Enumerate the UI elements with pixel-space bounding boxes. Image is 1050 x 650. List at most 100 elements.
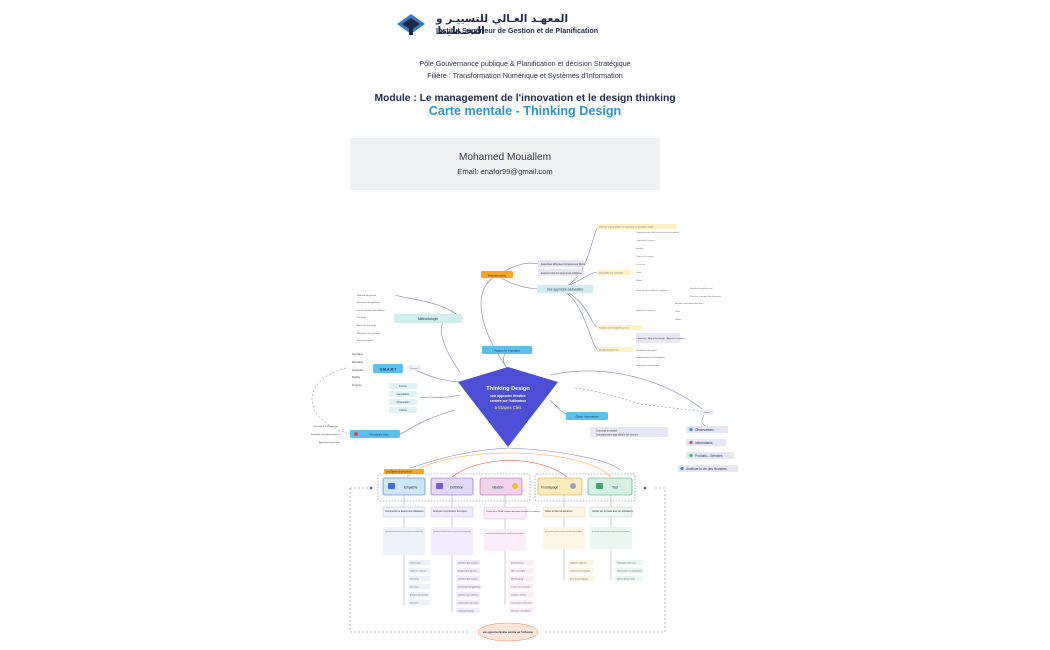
svg-text:Transformation et Émergence: Transformation et Émergence <box>636 356 666 359</box>
author-name: Mohamed Mouallem <box>458 152 552 163</box>
svg-text:Identifier l'intervention des: Identifier l'intervention des idées <box>675 302 704 305</box>
svg-text:Préparation des tests: Préparation des tests <box>617 561 636 564</box>
svg-text:Temporel: Temporel <box>352 384 362 387</box>
stage-bodies: Comprendre en profondeur les besoins et … <box>383 527 632 555</box>
svg-text:Innover: Innover <box>399 385 407 388</box>
svg-text:Observations: Observations <box>695 428 714 432</box>
svg-text:Design d'expérience: Design d'expérience <box>599 349 620 352</box>
svg-text:Chercher à marquer les utilisa: Chercher à marquer les utilisateurs <box>690 295 721 298</box>
svg-text:Disponible à la créativité: Disponible à la créativité <box>599 272 623 275</box>
svg-text:Analyse Souhaitable: Analyse Souhaitable <box>410 593 429 596</box>
svg-text:Définition: Définition <box>450 486 464 490</box>
institute-logo-icon <box>397 14 425 35</box>
brainstorming-label: Brainstorming <box>488 273 507 277</box>
stages-tag <box>384 469 424 474</box>
svg-text:Concevoir un produit: Concevoir un produit <box>596 430 618 433</box>
svg-text:Itérer la prototypage: Itérer la prototypage <box>570 577 589 580</box>
brain-item-1-label: Expertises diffrentes Compétences Divers <box>541 263 586 266</box>
methodologie-items: Méthode de pensée Résolution du problème… <box>355 294 386 342</box>
brain-item-2 <box>538 269 584 276</box>
svg-text:Une fois les informations recu: Une fois les informations recueillies, l… <box>433 530 471 533</box>
svg-text:Idéation: Idéation <box>492 486 504 490</box>
svg-text:Compréhension approfondie des: Compréhension approfondie des besoins <box>596 434 639 437</box>
svg-text:Informations: Informations <box>695 441 713 445</box>
impact-items: Observations Informations Produits – Ser… <box>678 426 738 472</box>
svg-text:Culture: Culture <box>399 409 407 412</box>
approche-particuliere-node <box>537 285 593 293</box>
svg-text:Comprendre en profondeur les b: Comprendre en profondeur les besoins et … <box>385 530 423 533</box>
right-branches: Débattre autour d'idées et concevoir un … <box>597 224 686 367</box>
ideation-items: Brainstorming Idées nouvelles Mindmappin… <box>509 560 533 613</box>
definition-items: Synthèse des données Analyse des données… <box>456 560 481 613</box>
stage-prototypage: Prototypage <box>537 477 583 496</box>
impact-node <box>700 409 714 415</box>
svg-text:Empathie et Expérimentation: Empathie et Expérimentation <box>311 433 340 436</box>
svg-text:Idées nouvelles: Idées nouvelles <box>511 570 525 572</box>
svg-text:Décalage: Décalage <box>357 317 367 319</box>
smart-node <box>373 364 403 373</box>
principes-node <box>350 430 400 438</box>
institute-arabic-title: المعهـد العـالي للتسييـر و التخـطيط <box>436 13 569 37</box>
svg-text:Cadrage du projet: Cadrage du projet <box>458 609 474 612</box>
stage-test: Test <box>587 477 633 496</box>
principes-items: Créativité & Collaboration Empathie et E… <box>311 425 340 444</box>
svg-text:Observations de participants: Observations de participants <box>617 569 642 572</box>
svg-text:Identifier le problème réel: Identifier le problème réel <box>690 287 713 290</box>
open-items <box>590 427 668 437</box>
svg-text:Construction de l'esprit: Construction de l'esprit <box>458 601 479 604</box>
test-items: Préparation des tests Observations de pa… <box>615 560 643 581</box>
svg-text:Analyser et synthétiser les en: Analyser et synthétiser les enjeux <box>433 510 468 513</box>
svg-text:Compréhension réelle et récurr: Compréhension réelle et récurrente du pr… <box>636 231 680 234</box>
svg-text:Prototypage: Prototypage <box>541 486 558 490</box>
empathie-items: Observation Définir le contexte S'inform… <box>408 560 430 605</box>
svg-text:Mesurable: Mesurable <box>352 361 363 364</box>
svg-text:Définir le contexte: Définir le contexte <box>410 569 427 572</box>
filiere-text: Filière : Transformation Numérique et Sy… <box>427 71 623 80</box>
svg-text:Tester: Tester <box>636 271 642 274</box>
svg-text:Ressentir: Ressentir <box>410 601 419 604</box>
svg-text:Observation: Observation <box>410 561 421 564</box>
central-line2: centrée sur l'utilisateur <box>490 399 527 403</box>
svg-text:Solutions d'idées: Solutions d'idées <box>511 593 526 596</box>
svg-text:Définir les objectifs: Définir les objectifs <box>570 561 587 564</box>
svg-text:Exercice · Approche design · A: Exercice · Approche design · Approche hu… <box>638 337 686 340</box>
brain-item-2-label: Explorer tous les aspects du problème <box>541 272 582 275</box>
stage-ideation: Idéation <box>479 477 523 496</box>
svg-text:Prioriser les risques: Prioriser les risques <box>636 256 654 258</box>
approche-humaine-node <box>482 346 532 354</box>
svg-text:Vérifier sur les tests avec le: Vérifier sur les tests avec les utilisat… <box>592 510 634 513</box>
principes-label: Principes clés <box>369 433 389 437</box>
svg-text:Après avoir défini le problème: Après avoir défini le problème, l'équipe… <box>545 530 583 533</box>
svg-text:Spécifier les solutions: Spécifier les solutions <box>636 309 655 312</box>
impact-label: Impact <box>704 411 711 414</box>
module-title: Module : Le management de l'innovation e… <box>374 93 676 104</box>
svg-text:Résoudre des problèmes complex: Résoudre des problèmes complexes <box>636 290 668 292</box>
smart-concept-label: Concept <box>410 367 418 370</box>
svg-text:Brainstorming: Brainstorming <box>511 561 523 564</box>
brainstorming-node <box>481 271 513 278</box>
bottom-node <box>477 622 539 642</box>
stage-descriptions: Comprendre le besoin des utilisateurs An… <box>382 506 634 520</box>
svg-text:Nouveau produit: Nouveau produit <box>357 339 373 342</box>
pole-text: Pôle Gouvernance publique & Planificatio… <box>419 59 631 68</box>
stages-tag-label: Les Étapes du processus <box>386 471 413 474</box>
author-email: Email: enafor99@gmail.com <box>457 167 553 176</box>
smart-label: S.M.A.R.T <box>380 367 398 371</box>
svg-text:Valider: Valider <box>675 319 681 321</box>
svg-text:Approche par projet: Approche par projet <box>357 324 377 327</box>
institute-name: Institut Supérieur de Gestion et de Plan… <box>436 26 599 35</box>
svg-text:Innovation incrémentale: Innovation incrémentale <box>636 364 660 367</box>
svg-text:Sélection et feedback: Sélection et feedback <box>511 609 530 612</box>
approche-particuliere-label: Une approche particulière <box>547 288 584 292</box>
central-line1: une approche itérative <box>490 394 525 398</box>
svg-text:Après avoir défini le problème: Après avoir défini le problème, l'équipe… <box>592 530 630 533</box>
svg-text:Test en phase réelle: Test en phase réelle <box>617 577 636 580</box>
svg-text:Résolution du problème: Résolution du problème <box>357 301 381 304</box>
carte-title: Carte mentale - Thinking Design <box>428 104 622 118</box>
svg-text:Débattre autour d'idées et con: Débattre autour d'idées et concevoir un … <box>599 226 654 229</box>
svg-text:Améliore la vie des Hommes: Améliore la vie des Hommes <box>686 467 727 471</box>
svg-text:Résolution du problème: Résolution du problème <box>357 332 381 335</box>
svg-text:Atteignable: Atteignable <box>352 369 364 372</box>
central-node <box>458 367 558 447</box>
svg-text:Trouver des solutions: Trouver des solutions <box>511 585 530 588</box>
